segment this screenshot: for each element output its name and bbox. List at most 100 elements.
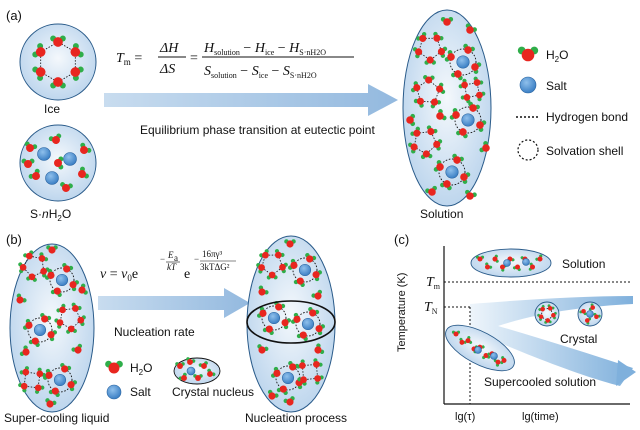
water-molecule-icon <box>517 46 539 62</box>
legend-a: H2O Salt Hydrogen bond Solvation shell <box>516 46 628 161</box>
water-molecule-icon <box>425 185 437 196</box>
salt-ion-icon <box>461 113 475 127</box>
water-molecule-icon <box>440 16 454 26</box>
svg-text:=: = <box>190 51 198 66</box>
salt-ion-icon <box>490 352 498 360</box>
water-molecule-icon <box>38 252 49 262</box>
water-molecule-icon <box>46 245 58 254</box>
water-molecule-icon <box>426 125 438 136</box>
plot-solution-label: Solution <box>562 257 605 271</box>
supercooling-label: Super-cooling liquid <box>4 411 109 425</box>
water-molecule-icon <box>408 142 418 154</box>
water-molecule-icon <box>528 262 536 271</box>
salt-ion-icon <box>301 317 315 331</box>
crystal-nucleus-icon <box>173 357 221 385</box>
water-molecule-icon <box>460 172 471 184</box>
water-molecule-icon <box>584 317 592 325</box>
phase-transition-arrow <box>104 84 398 116</box>
hydrate-molecules <box>21 133 92 192</box>
salt-ion-icon <box>586 310 594 318</box>
water-molecule-icon <box>257 344 269 354</box>
water-molecule-icon <box>313 358 323 368</box>
water-molecule-icon <box>18 382 28 393</box>
salt-legend-icon <box>519 76 537 94</box>
water-molecule-icon <box>296 331 308 342</box>
salt-ion-icon <box>186 366 196 376</box>
panel-b-label: (b) <box>6 232 22 247</box>
water-molecule-icon <box>475 255 485 262</box>
water-molecule-icon <box>476 120 487 132</box>
svg-text:ΔH: ΔH <box>159 41 179 56</box>
water-molecule-icon <box>433 139 443 151</box>
solvation-shell <box>261 305 287 331</box>
water-molecule-icon <box>437 46 448 58</box>
water-molecule-icon <box>537 313 544 321</box>
ice-cell <box>19 23 97 101</box>
legend-b-h2o: H2O <box>130 361 152 377</box>
water-molecule-icon <box>69 280 80 292</box>
water-molecule-icon <box>70 66 84 81</box>
salt-ion-icon <box>503 259 511 267</box>
water-molecule-icon <box>452 153 464 164</box>
water-molecule-icon <box>283 396 295 406</box>
water-molecule-icon <box>416 32 427 42</box>
solution-label: Solution <box>420 207 463 221</box>
water-molecule-icon <box>267 389 279 400</box>
svg-text:Hsolution − Hice − HS·nH2O: Hsolution − Hice − HS·nH2O <box>203 41 326 57</box>
solvation-shell <box>27 317 53 343</box>
water-molecule-icon <box>193 374 203 381</box>
water-molecule-icon <box>26 273 37 282</box>
water-molecule-icon <box>256 263 265 274</box>
water-molecule-icon <box>500 356 507 365</box>
water-molecule-icon <box>23 250 34 260</box>
water-legend-icon-b <box>105 360 123 374</box>
water-molecule-icon <box>54 156 64 170</box>
salt-ion-icon <box>298 263 312 277</box>
water-molecule-icon <box>54 318 64 329</box>
water-molecule-icon <box>21 158 35 168</box>
solvation-shell <box>438 158 466 186</box>
water-molecule-icon <box>60 182 73 192</box>
legend-shell: Solvation shell <box>546 144 623 158</box>
water-molecule-icon <box>259 249 269 259</box>
water-molecule-icon <box>512 264 521 272</box>
ice-molecules <box>32 35 84 89</box>
water-molecule-icon <box>458 78 468 89</box>
water-molecule-icon <box>207 368 216 377</box>
water-molecule-icon <box>80 142 92 154</box>
water-molecule-icon <box>296 359 306 369</box>
water-molecule-icon <box>67 380 78 392</box>
water-molecule-icon <box>544 318 552 324</box>
water-molecule-icon <box>50 35 66 47</box>
salt-ion-icon <box>281 371 295 385</box>
water-molecule-icon <box>66 325 77 334</box>
svg-text:−: − <box>160 254 165 264</box>
water-molecule-icon <box>493 359 501 367</box>
tn-tick: TN <box>424 300 438 316</box>
water-molecule-icon <box>412 47 423 59</box>
water-legend-icon <box>517 46 539 62</box>
salt-ion-icon <box>37 147 51 161</box>
water-molecule-icon <box>281 318 292 330</box>
time-tick: lg(time) <box>522 411 559 423</box>
tau-tick: lg(τ) <box>455 411 475 423</box>
water-molecule-icon <box>305 252 317 263</box>
water-molecule-icon <box>36 367 46 378</box>
water-molecule-icon <box>78 166 89 179</box>
plot-supercooled-label: Supercooled solution <box>484 375 596 389</box>
water-molecule-icon <box>410 126 421 137</box>
supercooling-molecules <box>16 245 88 408</box>
solvation-shell <box>47 367 73 393</box>
solvation-shell <box>295 311 321 337</box>
water-molecule-icon <box>463 43 475 54</box>
water-molecule-icon <box>48 387 60 398</box>
water-molecule-icon <box>16 293 27 304</box>
water-molecule-icon <box>32 66 46 81</box>
nucleation-molecules <box>256 239 326 406</box>
hydrate-label: S·nH2O <box>30 207 71 223</box>
salt-ion-icon <box>55 273 69 287</box>
water-molecule-icon <box>32 43 46 58</box>
water-molecule-icon <box>297 376 307 386</box>
water-molecule-icon <box>476 91 486 102</box>
water-molecule-icon <box>410 81 421 93</box>
